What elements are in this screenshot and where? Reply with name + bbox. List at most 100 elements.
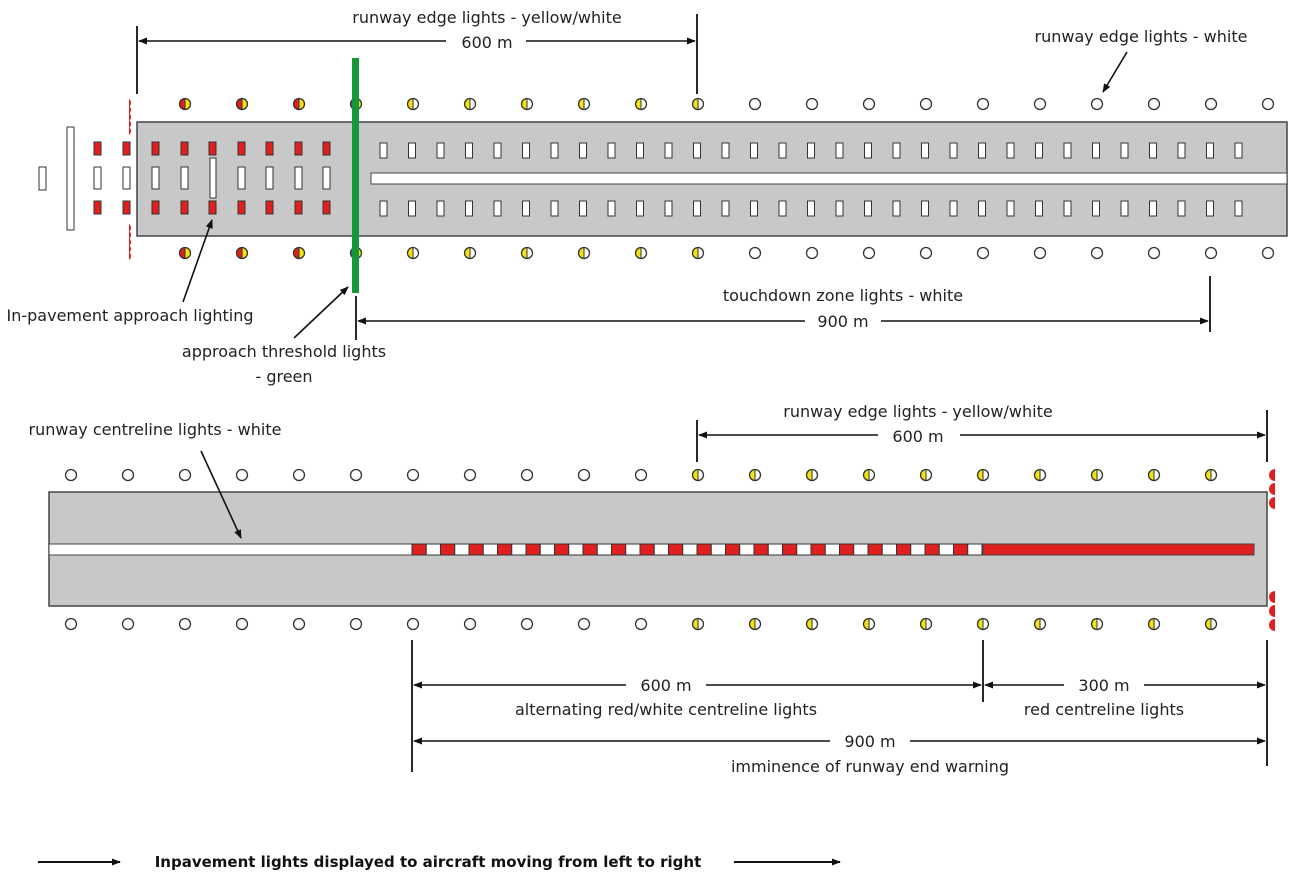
- approach-long-white-bar: [66, 126, 75, 231]
- runway-end-red-light: [1269, 469, 1275, 481]
- approach-threshold-green-bar: [352, 58, 359, 293]
- edge-light: [862, 246, 876, 260]
- inpavement-white-light: [265, 166, 274, 190]
- tdz-light: [493, 200, 502, 217]
- approach-white-light: [122, 166, 131, 190]
- edge-light: [748, 617, 762, 631]
- tdz-light: [436, 200, 445, 217]
- alternating-centreline-light: [639, 543, 655, 556]
- tdz-light: [408, 142, 416, 159]
- edge-light: [1261, 97, 1275, 111]
- tdz-light: [921, 142, 929, 159]
- tdz-light: [978, 142, 986, 159]
- tdz-light: [1234, 200, 1243, 217]
- tdz-light: [607, 142, 616, 159]
- red-centreline-label: red centreline lights: [1024, 700, 1184, 719]
- runway-end-red-light: [1269, 619, 1275, 631]
- tdz-light: [1234, 142, 1243, 159]
- approach-far-white-bar: [38, 166, 47, 191]
- alternating-centreline-light: [497, 543, 513, 556]
- alternating-centreline-light: [682, 543, 698, 556]
- inpavement-red-light: [180, 141, 189, 156]
- edge-light: [805, 97, 819, 111]
- edge-light: [235, 97, 249, 111]
- alternating-centreline-light: [539, 543, 555, 556]
- edge-light: [292, 617, 306, 631]
- edge-light: [691, 97, 705, 111]
- bottom-centreline-red-segment: [982, 543, 1255, 556]
- top-tdz-label: touchdown zone lights - white: [723, 286, 963, 305]
- edge-light: [691, 246, 705, 260]
- alternating-centreline-light: [596, 543, 612, 556]
- tdz-light: [436, 142, 445, 159]
- alternating-centreline-light: [454, 543, 470, 556]
- edge-light: [520, 617, 534, 631]
- alternating-centreline-light: [967, 543, 983, 556]
- tdz-light: [1149, 200, 1157, 217]
- runway-end-red-light: [129, 238, 131, 246]
- tdz-light: [607, 200, 616, 217]
- alternating-centreline-light: [625, 543, 641, 556]
- tdz-light: [379, 200, 388, 217]
- alternating-centreline-light: [782, 543, 798, 556]
- edge-light: [862, 97, 876, 111]
- edge-light: [691, 468, 705, 482]
- tdz-light: [750, 200, 758, 217]
- tdz-light: [949, 142, 958, 159]
- edge-light: [1147, 246, 1161, 260]
- edge-light: [235, 468, 249, 482]
- runway-end-red-light: [129, 245, 132, 253]
- inpavement-white-light: [180, 166, 189, 190]
- top-edge-white-label: runway edge lights - white: [1035, 27, 1248, 46]
- tdz-light: [1120, 142, 1129, 159]
- approach-red-light: [122, 200, 131, 215]
- inpavement-red-light: [237, 141, 246, 156]
- tdz-light: [750, 142, 758, 159]
- edge-light: [520, 468, 534, 482]
- edge-light: [292, 468, 306, 482]
- edge-light: [805, 468, 819, 482]
- imminence-dimension: 900 m: [844, 732, 895, 751]
- edge-light: [1033, 468, 1047, 482]
- inpavement-red-light: [265, 200, 274, 215]
- alternating-centreline-light: [653, 543, 669, 556]
- inpavement-red-light: [322, 141, 331, 156]
- inpavement-red-light: [151, 141, 160, 156]
- edge-light: [919, 97, 933, 111]
- bottom-edge-lights-upper: [64, 468, 1218, 482]
- top-edge-yw-dimension: 600 m: [461, 33, 512, 52]
- edge-light: [1204, 97, 1218, 111]
- alternating-centreline-light: [853, 543, 869, 556]
- edge-light: [634, 97, 648, 111]
- top-touchdown-zone-lights: [379, 142, 1243, 217]
- alternating-centreline-light: [425, 543, 441, 556]
- runway-end-red-light: [129, 99, 131, 107]
- bottom-runway-group: [48, 468, 1275, 631]
- edge-light: [805, 246, 819, 260]
- tdz-light: [1035, 200, 1043, 217]
- top-tdz-dimension: 900 m: [817, 312, 868, 331]
- edge-light: [520, 97, 534, 111]
- tdz-light: [721, 200, 730, 217]
- alternating-centreline-light: [839, 543, 855, 556]
- edge-light: [178, 246, 192, 260]
- tdz-light: [1149, 142, 1157, 159]
- runway-end-red-light: [129, 231, 131, 239]
- tdz-light: [1006, 200, 1015, 217]
- edge-light: [748, 468, 762, 482]
- edge-light: [463, 97, 477, 111]
- edge-light: [64, 468, 78, 482]
- alternating-centreline-light: [668, 543, 684, 556]
- inpavement-red-light: [180, 200, 189, 215]
- tdz-light: [807, 142, 815, 159]
- edge-light: [919, 246, 933, 260]
- alternating-centreline-light: [881, 543, 897, 556]
- bottom-dimensions: runway centreline lights - white runway …: [29, 402, 1268, 776]
- edge-light: [349, 617, 363, 631]
- edge-light: [634, 468, 648, 482]
- inpavement-red-light: [265, 141, 274, 156]
- bottom-edge-lights-lower: [64, 617, 1218, 631]
- edge-light: [748, 246, 762, 260]
- tdz-light: [579, 142, 587, 159]
- edge-light: [1090, 617, 1104, 631]
